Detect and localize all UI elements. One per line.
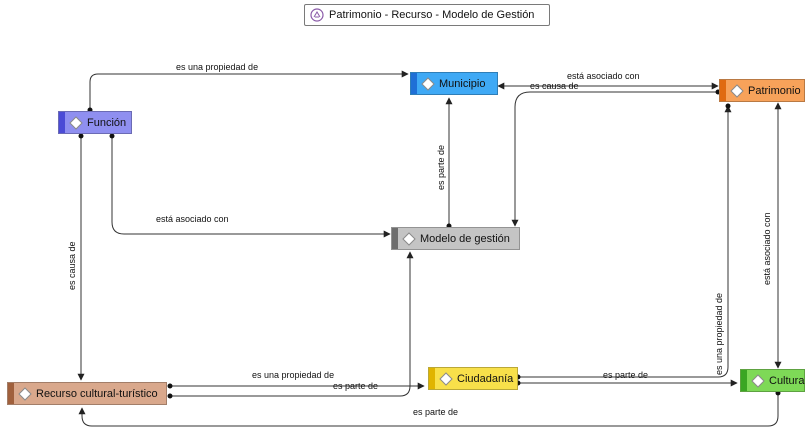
node-funcion[interactable]: Función (58, 111, 132, 134)
label-ciudadania-patrimonio: es una propiedad de (714, 293, 724, 375)
node-color-bar (720, 80, 726, 101)
diamond-concept-icon (402, 231, 416, 246)
node-label: Municipio (439, 77, 486, 90)
diagram-title-text: Patrimonio - Recurso - Modelo de Gestión (329, 9, 535, 21)
node-label: Cultura (769, 374, 805, 387)
diamond-concept-icon (439, 371, 453, 386)
label-funcion-municipio: es una propiedad de (176, 62, 258, 72)
label-municipio-patrimonio: está asociado con (567, 71, 640, 81)
edge-cultura-recurso (78, 393, 779, 427)
node-municipio[interactable]: Municipio (410, 72, 498, 95)
edge-funcion-municipio (89, 70, 409, 110)
edge-recurso-modelo (170, 251, 414, 397)
label-funcion-recurso: es causa de (67, 241, 77, 290)
node-modelo-de-gestion[interactable]: Modelo de gestión (391, 227, 520, 250)
node-color-bar (59, 112, 65, 133)
node-patrimonio[interactable]: Patrimonio (719, 79, 805, 102)
node-color-bar (392, 228, 398, 249)
node-cultura[interactable]: Cultura (740, 369, 805, 392)
label-funcion-modelo: está asociado con (156, 214, 229, 224)
node-color-bar (411, 73, 417, 94)
edge-patrimonio-modelo (511, 91, 718, 227)
label-patrimonio-cultura: está asociado con (762, 212, 772, 285)
diamond-concept-icon (69, 115, 83, 130)
label-ciudadania-cultura: es parte de (603, 370, 648, 380)
node-color-bar (429, 368, 435, 389)
diamond-concept-icon (421, 76, 435, 91)
node-label: Patrimonio (748, 84, 801, 97)
label-patrimonio-modelo: es causa de (530, 81, 579, 91)
diagram-logo-icon (310, 8, 324, 22)
node-label: Ciudadanía (457, 372, 514, 385)
edge-ciudadania-patrimonio (518, 105, 732, 378)
diagram-title: Patrimonio - Recurso - Modelo de Gestión (304, 4, 550, 26)
node-label: Recurso cultural-turístico (36, 387, 158, 400)
label-recurso-ciudadania: es una propiedad de (252, 370, 334, 380)
node-color-bar (741, 370, 747, 391)
diamond-concept-icon (18, 386, 32, 401)
node-color-bar (8, 383, 14, 404)
label-cultura-recurso: es parte de (413, 407, 458, 417)
diamond-concept-icon (730, 83, 744, 98)
node-recurso-cultural-turistico[interactable]: Recurso cultural-turístico (7, 382, 167, 405)
diamond-concept-icon (751, 373, 765, 388)
label-modelo-municipio: es parte de (436, 145, 446, 190)
node-label: Modelo de gestión (420, 232, 510, 245)
node-label: Función (87, 116, 127, 129)
edge-funcion-modelo (111, 136, 391, 238)
label-recurso-modelo: es parte de (333, 381, 378, 391)
node-ciudadania[interactable]: Ciudadanía (428, 367, 518, 390)
